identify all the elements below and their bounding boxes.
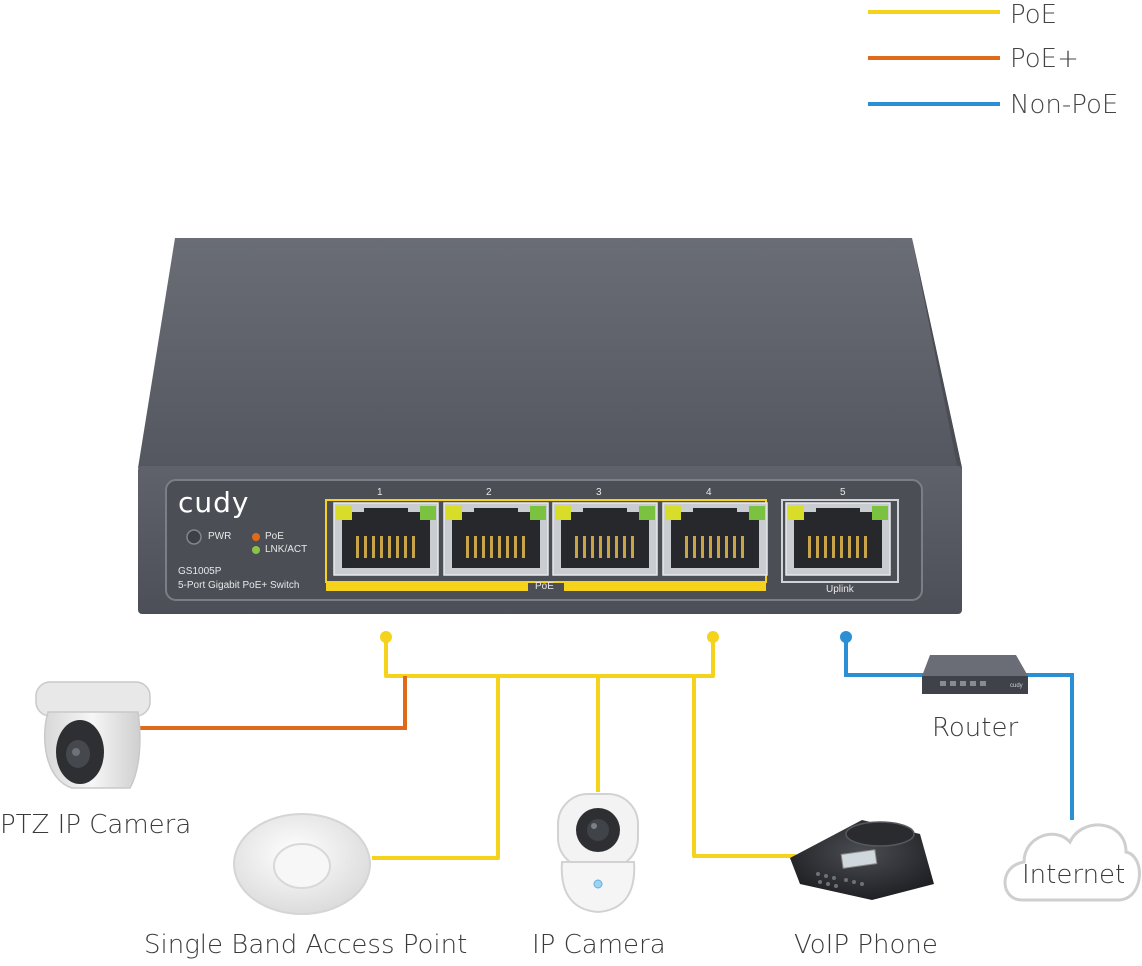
uplink-label: Uplink (826, 584, 854, 595)
switch-side-right (912, 238, 962, 612)
ethernet-port-5 (785, 502, 891, 576)
poe-group-label: PoE (535, 581, 554, 592)
cable-port1-drop (384, 637, 715, 678)
internet-cloud-icon (1003, 823, 1141, 902)
voip-phone-icon (790, 820, 934, 900)
cable-voip (692, 676, 796, 858)
switch-top (138, 238, 962, 468)
legend-label-non-poe: Non-PoE (1010, 90, 1119, 120)
switch-model: GS1005P (178, 566, 222, 577)
ptz-camera-icon (35, 681, 151, 789)
ethernet-port-1 (333, 502, 439, 576)
ip-camera-icon (557, 793, 639, 914)
cable-ap (372, 676, 500, 860)
port-number-3: 3 (596, 487, 602, 498)
ethernet-port-2 (443, 502, 549, 576)
router-device: cudy (922, 655, 1028, 694)
legend-line-non-poe (868, 102, 1000, 106)
port-number-1: 1 (377, 487, 383, 498)
legend-line-poe (868, 10, 1000, 14)
poe-led-indicator (252, 533, 260, 541)
legend-line-poe-plus (868, 56, 1000, 60)
switch-brand-logo: cudy (178, 486, 250, 519)
cable-node-port4 (707, 631, 719, 643)
ethernet-port-4 (662, 502, 768, 576)
led-label-poe: PoE (265, 531, 284, 542)
cable-router-internet (1026, 673, 1074, 820)
switch-description: 5-Port Gigabit PoE+ Switch (178, 580, 300, 591)
router-brand: cudy (1010, 683, 1023, 689)
ethernet-port-3 (552, 502, 658, 576)
label-ptz-ip-camera: PTZ IP Camera (0, 810, 192, 840)
pwr-led (186, 529, 202, 545)
legend-label-poe: PoE (1010, 0, 1058, 30)
port-number-5: 5 (840, 487, 846, 498)
cable-uplink-router (844, 637, 928, 677)
access-point-icon (233, 813, 371, 915)
router-top (922, 655, 1028, 676)
ports (333, 502, 891, 576)
port-number-2: 2 (486, 487, 492, 498)
cable-node-port1 (380, 631, 392, 643)
legend-label-poe-plus: PoE+ (1010, 44, 1079, 74)
led-label-lnk-act: LNK/ACT (265, 544, 308, 555)
lnk-led-indicator (252, 546, 260, 554)
uplink-port-frame (781, 499, 899, 583)
label-internet: Internet (1022, 860, 1126, 890)
cable-ptz-camera (140, 676, 407, 730)
label-voip-phone: VoIP Phone (794, 930, 938, 960)
poe-cables (372, 637, 796, 860)
poe-switch (138, 238, 962, 614)
cable-node-uplink (840, 631, 852, 643)
label-ip-camera: IP Camera (532, 930, 666, 960)
led-label-pwr: PWR (208, 531, 232, 542)
port-number-4: 4 (706, 487, 712, 498)
label-router: Router (932, 713, 1019, 743)
label-access-point: Single Band Access Point (144, 930, 468, 960)
